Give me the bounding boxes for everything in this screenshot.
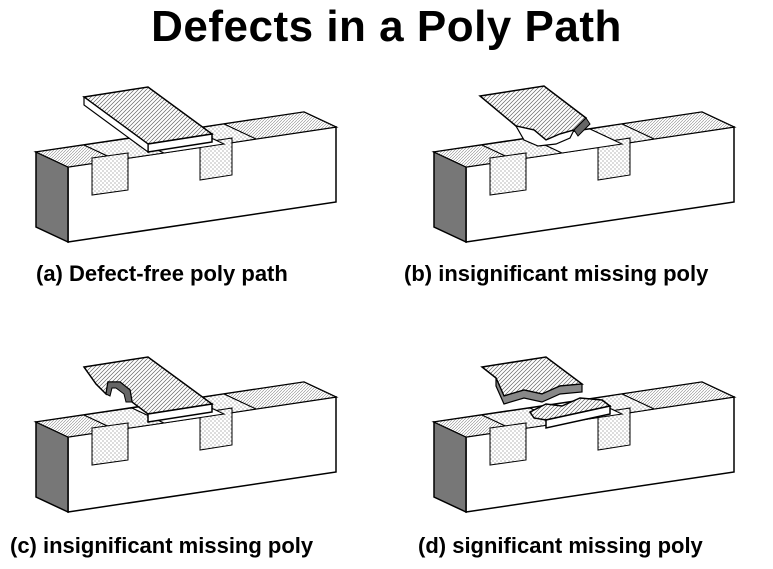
panel-c-caption: (c) insignificant missing poly — [10, 533, 314, 558]
page-title: Defects in a Poly Path — [151, 2, 622, 51]
panel-d-caption: (d) significant missing poly — [418, 533, 703, 558]
panel-d-diagram — [433, 356, 735, 513]
panel-a-diagram — [35, 86, 337, 243]
panel-b-caption: (b) insignificant missing poly — [404, 261, 709, 286]
panel-a-caption: (a) Defect-free poly path — [36, 261, 288, 286]
panel-b-diagram — [433, 85, 735, 243]
panel-c-diagram — [35, 356, 337, 513]
